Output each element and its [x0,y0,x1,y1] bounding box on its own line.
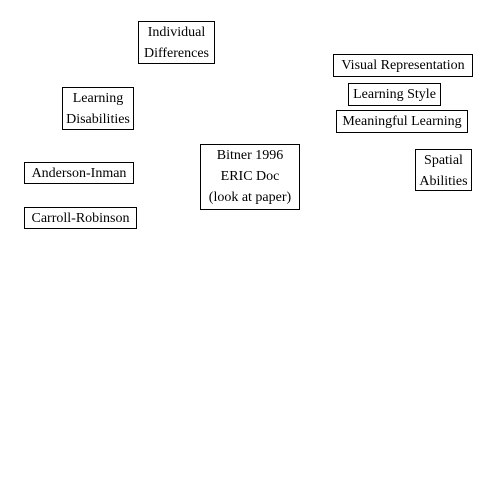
node-carroll-robinson[interactable]: Carroll-Robinson [24,207,137,229]
node-visual-representation[interactable]: Visual Representation [333,54,473,77]
node-bitner-1996-line-2: ERIC Doc [220,169,280,184]
node-spatial-abilities-line-2: Abilities [419,174,468,189]
node-bitner-1996[interactable]: Bitner 1996 ERIC Doc (look at paper) [200,144,300,210]
node-spatial-abilities[interactable]: Spatial Abilities [415,149,472,191]
node-meaningful-learning-line-1: Meaningful Learning [342,114,462,129]
node-bitner-1996-line-1: Bitner 1996 [216,148,284,163]
node-individual-differences[interactable]: Individual Differences [138,21,215,64]
node-carroll-robinson-line-1: Carroll-Robinson [31,211,130,226]
node-learning-style[interactable]: Learning Style [348,83,441,106]
node-spatial-abilities-line-1: Spatial [424,153,463,168]
node-learning-disabilities[interactable]: Learning Disabilities [62,87,134,130]
node-individual-differences-line-1: Individual [147,25,206,40]
node-meaningful-learning[interactable]: Meaningful Learning [336,110,468,133]
node-learning-style-line-1: Learning Style [353,87,436,102]
node-anderson-inman-line-1: Anderson-Inman [31,166,127,181]
node-bitner-1996-line-3: (look at paper) [208,190,292,205]
node-individual-differences-line-2: Differences [143,46,210,61]
node-anderson-inman[interactable]: Anderson-Inman [24,162,134,184]
node-visual-representation-line-1: Visual Representation [341,58,465,73]
node-learning-disabilities-line-1: Learning [72,91,124,106]
node-learning-disabilities-line-2: Disabilities [66,112,130,127]
